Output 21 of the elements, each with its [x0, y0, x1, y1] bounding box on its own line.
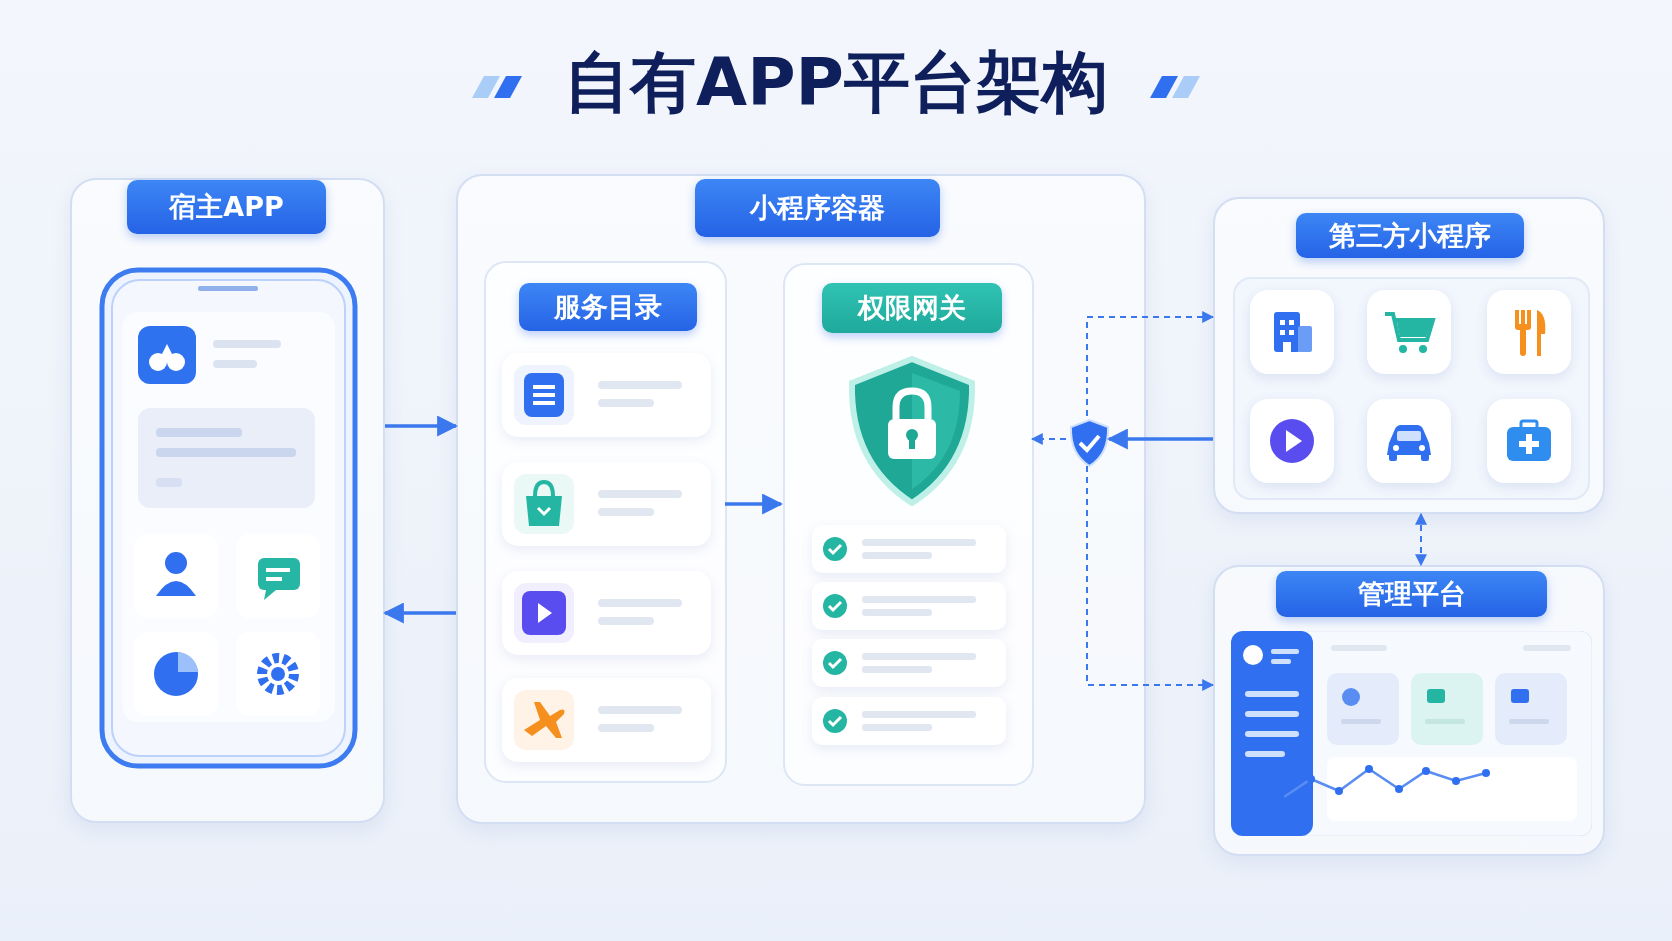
- gateway-card: [783, 263, 1034, 786]
- dashed-arrow: [1086, 465, 1215, 691]
- panel-header: 宿主APP: [127, 180, 326, 234]
- panel-header: 服务目录: [519, 283, 697, 331]
- panel-header: 管理平台: [1276, 571, 1547, 617]
- container-panel: [456, 174, 1146, 824]
- admin-panel: [1213, 565, 1605, 856]
- shield-icon: [1068, 418, 1111, 468]
- panel-header: 权限网关: [822, 283, 1002, 333]
- panel-header: 第三方小程序: [1296, 213, 1524, 258]
- arrow: [385, 415, 459, 437]
- arrow: [725, 493, 784, 515]
- panel-header: 小程序容器: [695, 179, 940, 237]
- dashed-arrow: [1415, 512, 1427, 567]
- arrow: [382, 602, 456, 624]
- dashed-arrow: [1030, 433, 1067, 445]
- dashed-arrow: [1086, 311, 1215, 417]
- catalog-card: [484, 261, 727, 783]
- mini-program-panel: [1213, 197, 1605, 514]
- host-app-panel: [70, 178, 385, 823]
- title: 自有APP平台架构: [564, 43, 1108, 123]
